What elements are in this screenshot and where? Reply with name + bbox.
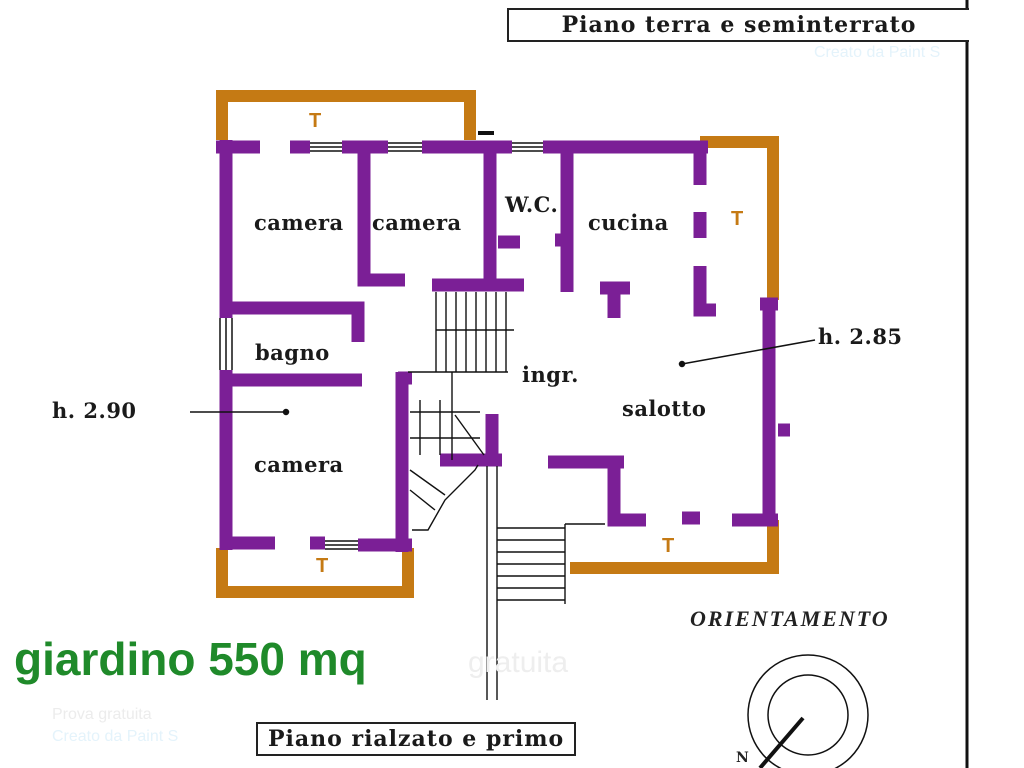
orientation-title: ORIENTAMENTO [690, 606, 890, 631]
height-leaders [190, 339, 816, 416]
exterior-walls [216, 90, 779, 598]
room-cucina: cucina [588, 210, 669, 235]
room-bagno: bagno [255, 340, 330, 365]
watermark-big: gratuita [468, 646, 569, 679]
height-left: h. 2.90 [52, 398, 137, 423]
room-camera-3: camera [254, 452, 344, 477]
floor-label-raised: Piano rialzato e primo [256, 722, 577, 756]
watermark-creator: Creato da Paint S [52, 728, 179, 745]
north-label: N [736, 750, 749, 766]
terrace-mark-top: T [309, 110, 322, 132]
room-camera-1: camera [254, 210, 344, 235]
windows [219, 131, 543, 550]
floor-label-ground: Piano terra e seminterrato [507, 8, 969, 42]
compass [747, 654, 869, 768]
height-right: h. 2.85 [818, 324, 903, 349]
watermark-creator-top: Creato da Paint S [814, 44, 941, 61]
room-ingresso: ingr. [522, 362, 579, 387]
garden-area-label: giardino 550 mq [14, 633, 367, 685]
room-camera-2: camera [372, 210, 462, 235]
interior-walls [216, 140, 790, 552]
terrace-mark-bottom-right: T [662, 535, 675, 557]
terrace-mark-bottom-left: T [316, 555, 329, 577]
room-wc: W.C. [505, 192, 559, 217]
watermark-trial: Prova gratuita [52, 706, 152, 723]
room-salotto: salotto [622, 396, 707, 421]
staircase [408, 292, 605, 700]
terrace-mark-right: T [731, 208, 744, 230]
